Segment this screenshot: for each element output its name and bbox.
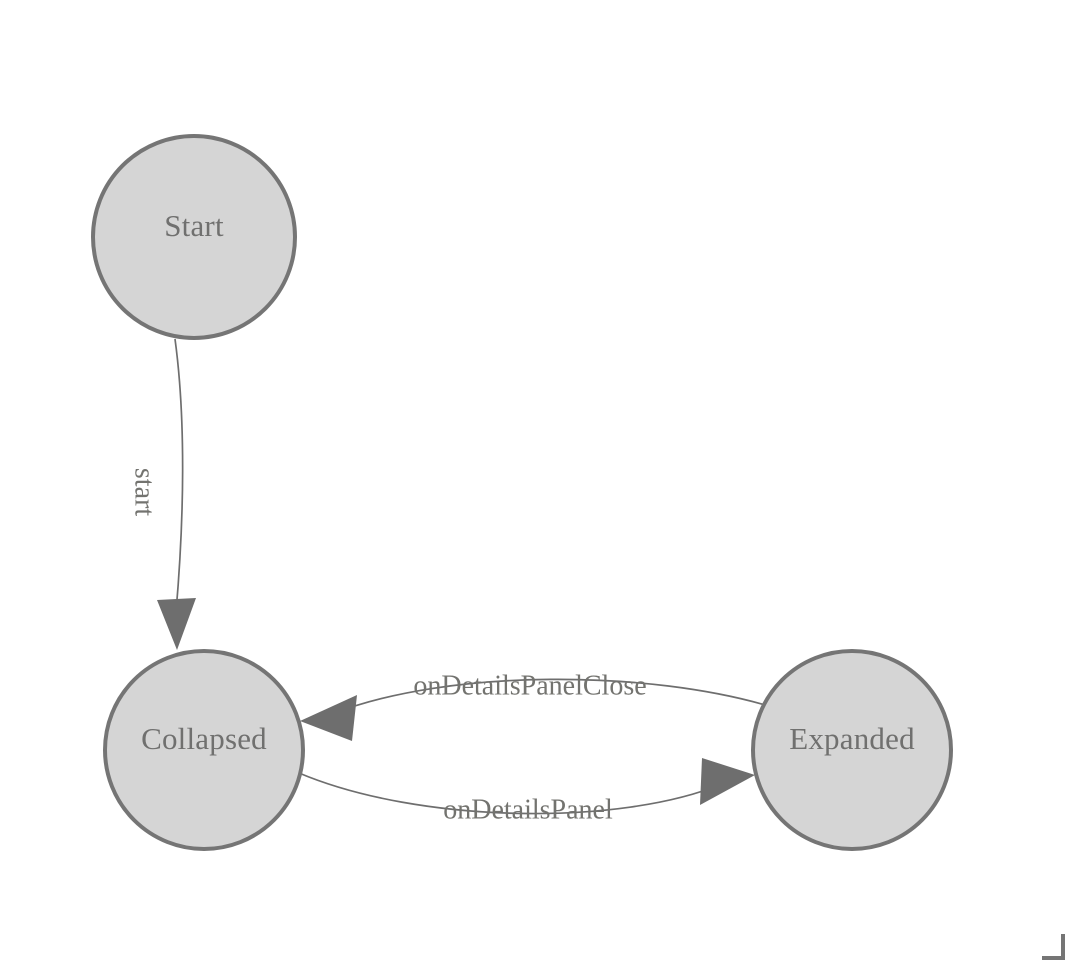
node-collapsed-circle: [103, 649, 305, 851]
edge-collapsed-to-expanded-line: [298, 772, 723, 815]
resize-corner-mark[interactable]: [1042, 934, 1065, 960]
node-start-label: Start: [164, 208, 224, 243]
node-expanded-label: Expanded: [789, 721, 915, 756]
node-collapsed[interactable]: Collapsed: [103, 649, 305, 851]
edge-expanded-to-collapsed-line: [331, 678, 773, 715]
edge-label-on-details-panel: onDetailsPanel: [443, 794, 613, 825]
edge-label-start: start: [129, 468, 160, 516]
edge-collapsed-to-expanded-arrowhead: [700, 758, 755, 805]
node-start-circle: [91, 134, 297, 340]
node-start[interactable]: Start: [91, 134, 297, 340]
node-expanded[interactable]: Expanded: [751, 649, 953, 851]
node-expanded-circle: [751, 649, 953, 851]
edge-start-to-collapsed-arrowhead: [157, 598, 196, 650]
edge-start-to-collapsed-line: [174, 338, 184, 613]
edge-expanded-to-collapsed[interactable]: [300, 678, 773, 741]
edge-start-to-collapsed[interactable]: [157, 338, 196, 650]
node-collapsed-label: Collapsed: [141, 721, 267, 756]
edge-expanded-to-collapsed-arrowhead: [300, 695, 357, 741]
resize-corner-mark-path: [1042, 934, 1065, 960]
edge-label-on-details-panel-close: onDetailsPanelClose: [413, 670, 646, 701]
edge-collapsed-to-expanded[interactable]: [298, 758, 755, 815]
